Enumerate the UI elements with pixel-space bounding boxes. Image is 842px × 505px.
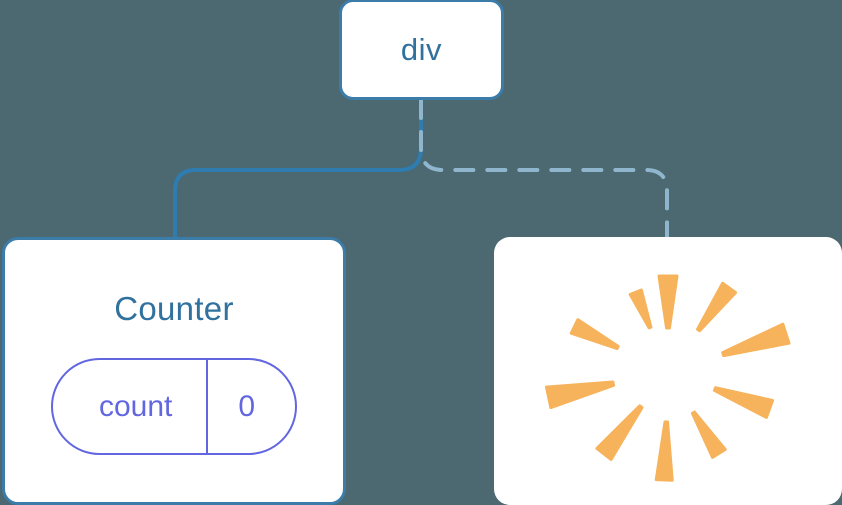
burst-ray-2 bbox=[721, 322, 791, 358]
burst-ray-5 bbox=[654, 420, 674, 482]
state-value-label: 0 bbox=[238, 389, 256, 423]
burst-ray-6 bbox=[595, 404, 644, 461]
burst-ray-8 bbox=[569, 318, 620, 351]
burst-ray-4 bbox=[690, 410, 727, 459]
burst-wrapper bbox=[528, 243, 808, 501]
burst-ray-3 bbox=[712, 386, 775, 419]
counter-node[interactable]: Counter count 0 bbox=[2, 237, 346, 505]
div-node[interactable]: div bbox=[339, 0, 504, 100]
counter-state-pill[interactable]: count 0 bbox=[50, 358, 298, 455]
burst-ray-9 bbox=[628, 288, 653, 330]
div-to-counter-connector bbox=[173, 98, 423, 242]
state-pill-divider bbox=[206, 360, 209, 453]
render-burst-node[interactable] bbox=[494, 237, 842, 505]
burst-ray-0 bbox=[657, 274, 679, 330]
burst-sparkle-icon bbox=[544, 274, 791, 482]
div-node-label: div bbox=[400, 32, 443, 67]
div-to-highlight-connector bbox=[419, 98, 669, 242]
counter-node-label: Counter bbox=[114, 290, 234, 327]
burst-ray-7 bbox=[544, 380, 616, 410]
state-key-label: count bbox=[98, 389, 173, 423]
burst-ray-1 bbox=[696, 281, 738, 333]
